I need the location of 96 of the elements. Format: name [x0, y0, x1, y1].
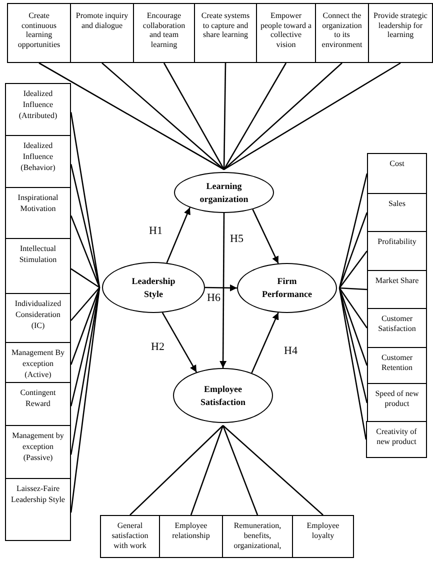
edge-label: H5	[229, 233, 244, 245]
indicator-box	[256, 3, 316, 63]
node-label: Contingent Reward	[19, 387, 57, 409]
node-label: Encourage collaboration and team learning	[142, 11, 186, 49]
indicator-box	[368, 3, 433, 63]
node-label: Idealized Influence (Attributed)	[18, 88, 58, 121]
node-label: Laissez-Faire Leadership Style	[10, 483, 66, 505]
node-label: Empower people toward a collective vision	[260, 11, 312, 49]
connector-line	[338, 288, 368, 328]
node-label: Provide strategic leadership for learning	[372, 11, 428, 40]
edge-label: H2	[150, 341, 166, 353]
node-label: Promote inquiry and dialogue	[74, 11, 130, 30]
node-label: Speed of new product	[374, 389, 420, 409]
node-label: Create continuous learning opportunities	[16, 11, 62, 49]
connector-line	[190, 425, 224, 516]
arrow	[162, 312, 198, 373]
node-label: Employee Satisfaction	[200, 382, 246, 408]
connector-line	[70, 287, 100, 406]
node-label: Idealized Influence (Behavior)	[20, 140, 56, 173]
node-label: Management by exception (Passive)	[11, 430, 65, 463]
indicator-box	[7, 3, 71, 63]
node-label: General satisfaction with work	[110, 521, 150, 551]
indicator-box	[367, 231, 427, 271]
connector-line	[70, 164, 100, 288]
indicator-box	[194, 3, 257, 63]
connector-line	[163, 62, 225, 170]
node-label: Customer Satisfaction	[377, 314, 417, 334]
connector-line	[38, 62, 224, 170]
connector-line	[222, 425, 324, 516]
arrow	[252, 209, 279, 264]
node-label: Inspirational Motivation	[16, 192, 60, 214]
indicator-box	[367, 193, 427, 232]
node-label: Remuneration, benefits, organizational,	[232, 521, 282, 551]
indicator-box	[100, 515, 160, 558]
indicator-box	[366, 421, 427, 458]
indicator-box	[5, 135, 71, 188]
connector-line	[224, 62, 401, 170]
indicator-box	[5, 83, 71, 136]
node-label: Connect the organization to its environment	[320, 11, 364, 49]
connector-line	[70, 112, 100, 288]
node-label: Learning organization	[198, 180, 250, 206]
indicator-box	[5, 478, 71, 541]
connector-line	[224, 62, 342, 170]
arrow	[251, 312, 279, 374]
connector-line	[223, 63, 226, 170]
indicator-box	[367, 270, 427, 309]
indicator-box	[367, 383, 427, 423]
connector-line	[338, 173, 368, 288]
indicator-box	[5, 425, 71, 479]
indicator-box	[315, 3, 369, 63]
indicator-box	[5, 187, 71, 239]
indicator-box	[5, 238, 71, 294]
edge-label: H4	[283, 345, 298, 357]
connector-line	[70, 268, 100, 288]
connector-line	[70, 215, 100, 288]
node-label: Sales	[388, 199, 406, 209]
node-label: Management By exception (Active)	[10, 347, 66, 380]
indicator-box	[222, 515, 293, 558]
connector-line	[130, 425, 224, 516]
connector-line	[222, 425, 258, 516]
node-label: Firm Performance	[261, 275, 313, 301]
connector-line	[70, 287, 100, 321]
connector-line	[70, 287, 100, 365]
connector-line	[338, 288, 367, 440]
node-label: Individualized Consideration (IC)	[14, 298, 62, 331]
arrow	[204, 284, 238, 292]
connector-line	[223, 62, 287, 170]
node-label: Profitability	[378, 237, 416, 247]
indicator-box	[5, 293, 71, 343]
node-label: Leadership Style	[130, 274, 176, 300]
indicator-box	[70, 3, 134, 63]
connector-line	[339, 287, 368, 290]
connector-line	[338, 288, 368, 366]
connector-line	[338, 288, 368, 404]
indicator-box	[159, 515, 223, 558]
edge-label: H6	[206, 292, 222, 304]
node-label: Intellectual Stimulation	[18, 243, 58, 265]
connector-line	[338, 250, 368, 288]
indicator-box	[367, 153, 427, 194]
connector-line	[102, 62, 224, 170]
arrow	[220, 213, 227, 368]
node-label: Create systems to capture and share learning	[200, 11, 251, 40]
connector-line	[338, 212, 368, 288]
indicator-box	[292, 515, 354, 558]
node-label: Customer Retention	[380, 353, 414, 373]
indicator-box	[133, 3, 195, 63]
indicator-box	[367, 347, 427, 384]
node-label: Employee relationship	[171, 521, 211, 541]
node-label: Cost	[390, 159, 404, 169]
indicator-box	[5, 382, 71, 426]
indicator-box	[367, 308, 427, 348]
node-label: Employee loyalty	[306, 521, 340, 541]
arrow	[166, 207, 190, 264]
node-label: Market Share	[375, 276, 419, 286]
node-label: Creativity of new product	[375, 427, 418, 447]
edge-label: H1	[148, 225, 164, 237]
